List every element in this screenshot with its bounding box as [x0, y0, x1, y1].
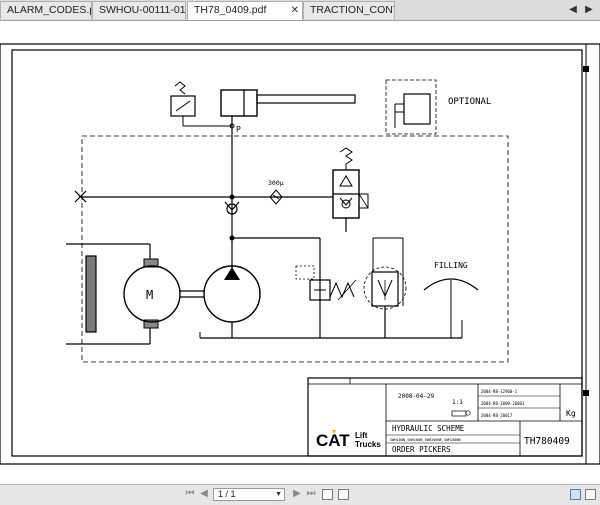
relief-adjust — [337, 279, 357, 301]
projection-symbol — [465, 410, 471, 416]
relief-pilot — [295, 265, 315, 280]
check-valve-seat — [224, 201, 240, 211]
tab-label: SWHOU-00111-01_T... — [99, 4, 186, 16]
tab-label: TRACTION_CONTROL... — [310, 4, 394, 16]
solenoid-coil — [358, 193, 369, 209]
drawing-date: 2008-04-29 — [398, 393, 435, 400]
filling-label: FILLING — [434, 261, 468, 270]
drawing-subtitle: SWH100N_SWH160N_SWH200NE_SWH200NE — [390, 438, 461, 442]
page-outline — [0, 43, 600, 465]
filling-cap — [423, 278, 479, 291]
orifice-symbol — [269, 189, 283, 205]
cat-logo: CAT Lift Trucks — [316, 430, 381, 450]
lift-cylinder-body — [220, 89, 258, 117]
first-page-icon[interactable]: ⏮ — [185, 488, 195, 499]
hydraulic-drawing: OPTIONAL P 300μ — [0, 43, 600, 465]
tab-alarm-codes[interactable]: ALARM_CODES.pdf — [0, 1, 92, 19]
tab-scroll-right-icon[interactable]: ▶ — [585, 4, 593, 15]
relief-valve — [309, 279, 331, 301]
page-number-field[interactable]: 1 / 1 ▼ — [213, 488, 285, 501]
cat-logo-text: CAT — [316, 431, 350, 450]
fit-width-view-icon[interactable] — [570, 489, 581, 500]
pump-arrow — [224, 267, 240, 280]
tab-scroll-left-icon[interactable]: ◀ — [569, 4, 577, 15]
tab-bar: ALARM_CODES.pdf SWHOU-00111-01_T... TH78… — [0, 0, 600, 21]
drawing-description: ORDER PICKERS — [392, 445, 451, 454]
lift-cylinder-rod — [256, 94, 356, 104]
reference-3: 2004-RB-20017 — [481, 413, 513, 418]
scale-mark: 1:1 — [452, 399, 463, 406]
check-valve — [226, 203, 238, 215]
tab-label: TH78_0409.pdf — [194, 4, 267, 16]
switch-contact — [175, 100, 191, 112]
port-p-label: P — [236, 125, 241, 134]
motor-symbol — [123, 265, 181, 323]
weight-unit: Kg — [566, 409, 576, 418]
solenoid-spring — [339, 147, 353, 165]
motor-brush-top — [143, 258, 159, 268]
drawing-frame — [11, 49, 583, 457]
switch-spring — [174, 81, 186, 95]
cat-logo-line1: Lift — [355, 431, 368, 440]
tab-label: ALARM_CODES.pdf — [7, 4, 91, 16]
single-page-view-icon[interactable] — [322, 489, 333, 500]
frame-mark — [583, 66, 589, 72]
status-bar: ⏮ ◀ 1 / 1 ▼ ▶ ⏭ — [0, 484, 600, 505]
test-port-cross — [74, 190, 87, 203]
motor-label: M — [146, 288, 153, 302]
tab-traction-control[interactable]: TRACTION_CONTROL... — [303, 1, 395, 19]
tab-th78-0409[interactable]: TH78_0409.pdf ✕ — [187, 1, 303, 20]
optional-actuator — [403, 93, 431, 125]
tab-swhou[interactable]: SWHOU-00111-01_T... — [92, 1, 186, 19]
motor-brush-bottom — [143, 319, 159, 329]
drawing-number: TH780409 — [524, 436, 570, 447]
frame-mark — [583, 390, 589, 396]
orifice-label: 300μ — [268, 179, 284, 187]
cat-logo-line2: Trucks — [355, 440, 381, 449]
next-page-icon[interactable]: ▶ — [293, 488, 301, 499]
cat-logo-triangle — [332, 430, 336, 434]
chevron-down-icon[interactable]: ▼ — [275, 491, 282, 498]
drawing-title: HYDRAULIC SCHEME — [392, 424, 465, 433]
orifice-symbol — [272, 194, 280, 200]
solenoid-coil — [358, 193, 369, 209]
title-block — [307, 377, 583, 457]
solenoid-arrow — [339, 175, 353, 187]
solenoid-check-seat — [339, 197, 353, 206]
reference-2: 2004-RB-1000-20003 — [481, 401, 525, 406]
optional-box — [385, 79, 437, 135]
reference-1: 2004-RB-12960-1 — [481, 389, 518, 394]
close-tab-icon[interactable]: ✕ — [290, 5, 299, 16]
relief-spring — [329, 281, 355, 299]
fit-page-view-icon[interactable] — [585, 489, 596, 500]
page-number-value: 1 / 1 — [218, 489, 236, 499]
previous-page-icon[interactable]: ◀ — [200, 488, 208, 499]
solenoid-check — [341, 199, 351, 209]
document-viewport[interactable]: OPTIONAL P 300μ — [0, 21, 600, 484]
last-page-icon[interactable]: ⏭ — [306, 488, 316, 499]
manifold-block-outline — [81, 135, 509, 363]
two-page-view-icon[interactable] — [338, 489, 349, 500]
scale-symbol — [451, 410, 467, 417]
battery-symbol — [85, 255, 97, 333]
optional-label: OPTIONAL — [448, 97, 491, 107]
